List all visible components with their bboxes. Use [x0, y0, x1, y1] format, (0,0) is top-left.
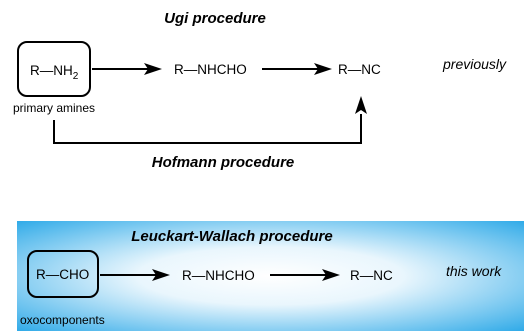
amine-box [17, 41, 91, 97]
hofmann-route-line [53, 114, 362, 144]
arrow-head [322, 269, 340, 281]
this-work-tag: this work [446, 263, 502, 279]
arrow-head [144, 63, 162, 75]
isocyanide-product-2: R—NC [350, 268, 393, 283]
formamide-intermediate-2: R—NHCHO [182, 268, 255, 283]
hofmann-procedure-title: Hofmann procedure [152, 154, 295, 171]
arrow-head [152, 269, 170, 281]
ugi-procedure-title: Ugi procedure [164, 10, 266, 27]
formamide-intermediate: R—NHCHO [174, 62, 247, 77]
arrow-head [355, 96, 367, 114]
amine-compound: R—NH2 [30, 63, 79, 82]
oxocomponent-box [27, 250, 99, 298]
previously-tag: previously [442, 56, 507, 72]
oxocomponents-caption: oxocomponents [20, 313, 105, 327]
leuckart-wallach-title: Leuckart-Wallach procedure [131, 228, 332, 245]
arrow-head [314, 63, 332, 75]
primary-amines-caption: primary amines [13, 101, 95, 115]
isocyanide-product: R—NC [338, 62, 381, 77]
aldehyde-compound: R—CHO [36, 267, 89, 282]
